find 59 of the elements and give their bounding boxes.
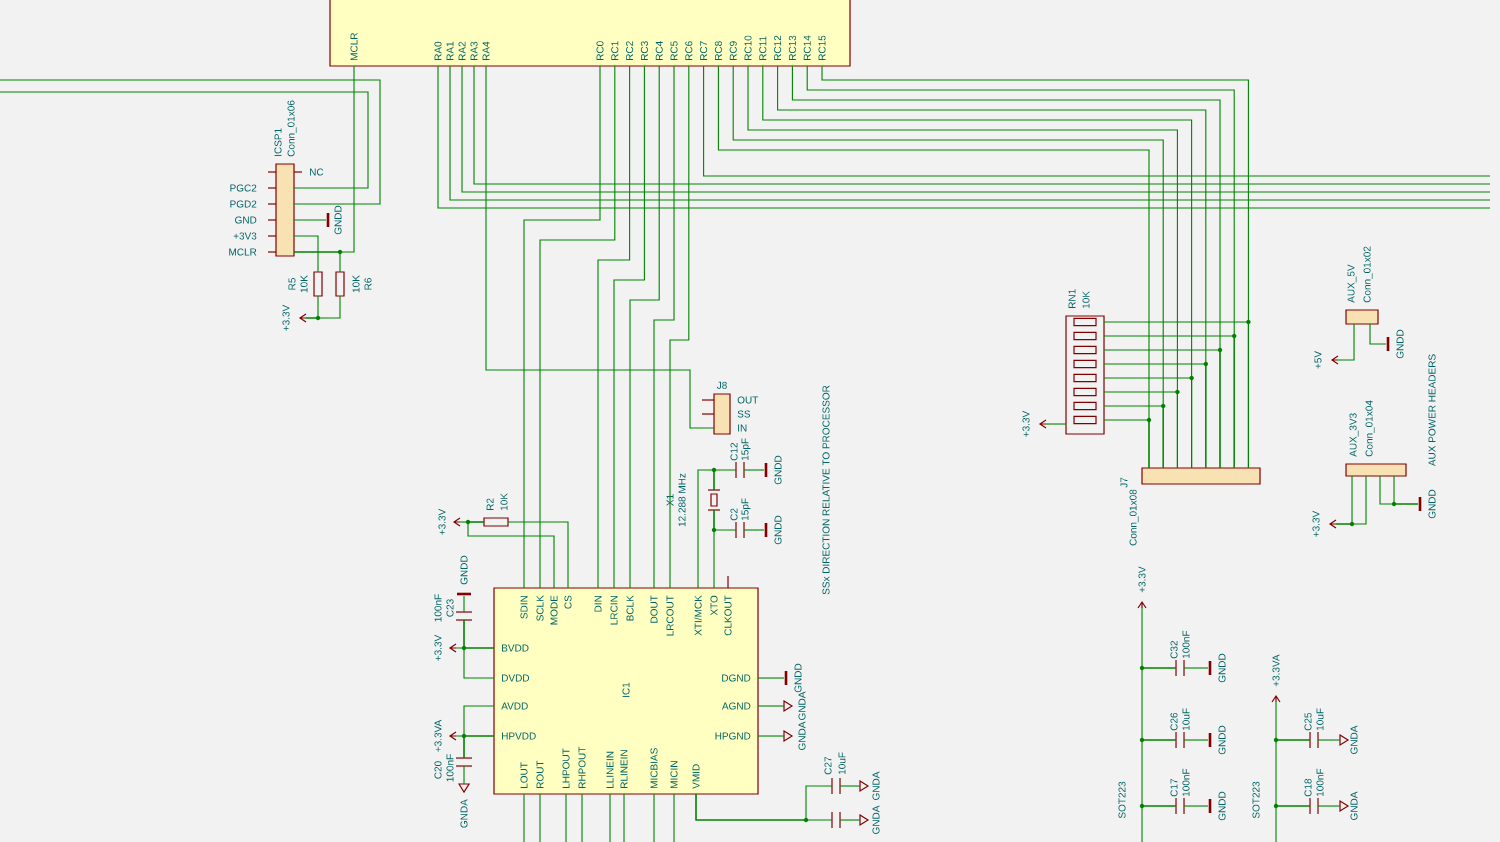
wire bbox=[653, 65, 675, 589]
wire bbox=[613, 65, 645, 589]
wire bbox=[1335, 475, 1367, 527]
wire bbox=[1103, 417, 1152, 469]
wire bbox=[1103, 389, 1180, 469]
wire bbox=[1337, 323, 1355, 361]
wire bbox=[743, 529, 765, 531]
wire bbox=[1317, 805, 1341, 807]
wire bbox=[1139, 803, 1177, 842]
wire bbox=[539, 65, 616, 589]
wire bbox=[1183, 667, 1209, 669]
wire bbox=[459, 521, 485, 523]
wire bbox=[711, 509, 737, 533]
wire bbox=[463, 595, 465, 613]
wire bbox=[839, 785, 861, 787]
wire bbox=[1273, 803, 1311, 842]
wire bbox=[1103, 375, 1194, 469]
wire bbox=[713, 469, 737, 491]
wire bbox=[293, 235, 319, 273]
wire bbox=[0, 79, 381, 205]
wire bbox=[757, 705, 785, 707]
wire bbox=[461, 619, 495, 679]
wire bbox=[757, 735, 785, 737]
wire bbox=[1103, 361, 1208, 469]
wire bbox=[305, 295, 341, 319]
wire bbox=[507, 521, 569, 589]
wire bbox=[839, 819, 861, 821]
wire bbox=[695, 793, 833, 823]
wire bbox=[1275, 701, 1311, 741]
wire bbox=[1183, 739, 1209, 741]
wire bbox=[1183, 805, 1209, 807]
wire bbox=[293, 249, 343, 273]
wire bbox=[523, 65, 601, 589]
wire bbox=[1045, 423, 1067, 425]
wire bbox=[669, 65, 690, 589]
wire bbox=[597, 65, 631, 589]
capacitor-symbol bbox=[831, 811, 841, 829]
wire bbox=[455, 647, 495, 649]
wire bbox=[455, 735, 495, 737]
wire bbox=[465, 519, 555, 589]
wire bbox=[697, 467, 717, 589]
wire bbox=[485, 65, 715, 429]
wire bbox=[1369, 323, 1387, 345]
wire bbox=[1141, 739, 1177, 807]
wire bbox=[1139, 607, 1177, 671]
wire bbox=[1103, 347, 1223, 469]
wire bbox=[1103, 403, 1166, 469]
wire bbox=[1103, 333, 1237, 469]
wire bbox=[1103, 319, 1251, 469]
wire bbox=[703, 65, 1491, 177]
wire bbox=[757, 677, 785, 679]
wire bbox=[629, 65, 660, 589]
wire bbox=[1391, 475, 1419, 507]
wire bbox=[463, 765, 465, 785]
wire bbox=[743, 469, 765, 471]
wire bbox=[293, 219, 327, 221]
wire bbox=[1317, 739, 1341, 741]
wire bbox=[0, 91, 369, 189]
wire bbox=[461, 705, 495, 759]
